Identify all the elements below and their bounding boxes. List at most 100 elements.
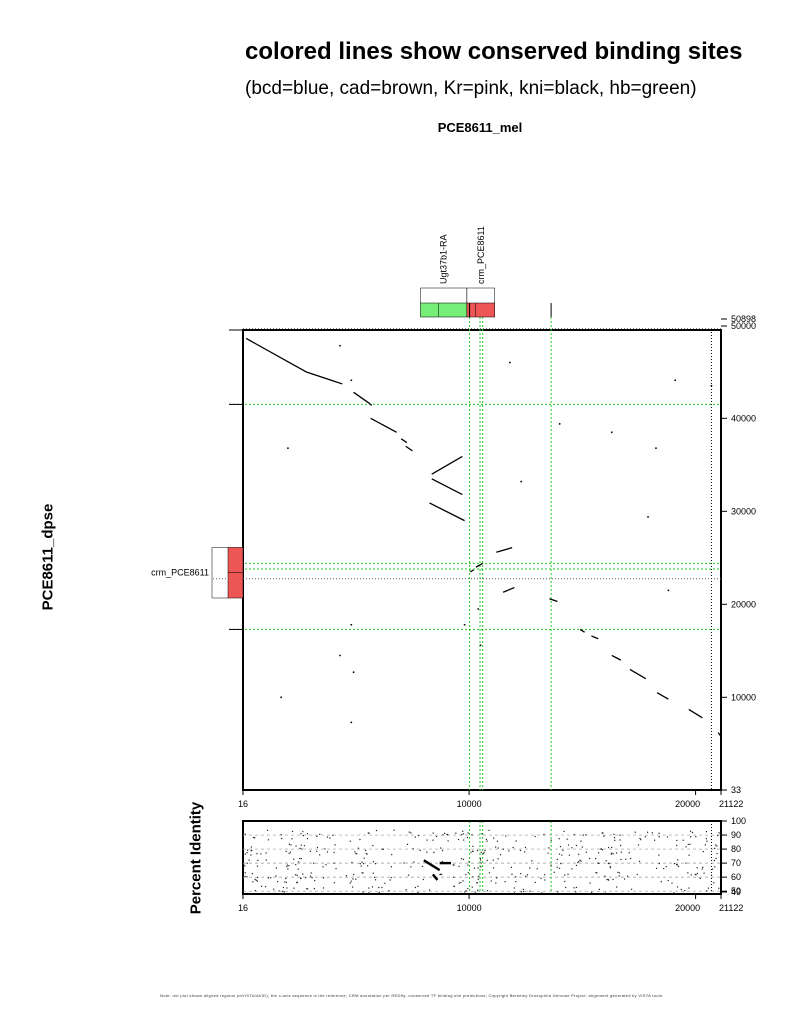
pid-dot [372,861,375,863]
pid-dot [264,886,267,888]
pid-dot [324,848,326,850]
pid-dot [515,876,517,878]
pid-dot [349,840,351,842]
pid-dot [513,887,515,889]
pid-dot [351,886,354,888]
pid-dot [384,882,386,884]
pid-dot [284,881,286,883]
pid-dot [604,875,606,877]
pid-dot [288,843,291,845]
pid-dot [461,834,463,836]
pid-dot [541,892,543,894]
pid-dot [372,872,374,874]
pid-dot [689,836,692,838]
pid-dot [350,880,352,882]
pid-dot [393,829,395,831]
alignment-point [477,608,480,610]
pid-dot [676,886,679,888]
pid-dot [255,879,257,881]
pid-dot [273,888,275,890]
pid-dot [609,866,611,868]
pid-dot [610,853,612,855]
pid-dot [306,887,308,890]
pid-dot [299,847,301,850]
pid-dot [486,840,488,842]
pid-dot [417,892,419,894]
pid-dot [658,854,660,856]
alignment-segment [370,417,397,433]
pid-dot [479,857,481,860]
pid-dot [696,867,698,869]
pid-dot [580,860,582,862]
alignment-segment [688,708,703,719]
pid-dot [458,882,460,884]
pid-dot [604,892,607,894]
pid-dot [685,862,687,864]
alignment-segment [502,586,515,593]
pid-dot [505,835,507,837]
pid-dot [286,887,288,889]
pid-dot [660,881,662,883]
pid-dot [556,866,558,868]
pid-dot [658,832,660,834]
pid-dot [703,872,705,874]
pid-dot [329,837,331,839]
pid-dot [612,878,614,881]
pid-dot [480,862,482,864]
pid-dot [278,890,280,892]
pid-high-identity-segment [431,873,439,881]
pid-dot [296,882,298,884]
pid-dot [256,880,258,882]
pid-dot [620,851,622,853]
pid-dot [310,875,312,877]
pid-dot [457,838,460,841]
alignment-segment [717,732,722,737]
pid-dot [417,885,419,887]
pid-dot [439,873,441,876]
pid-dot [403,862,405,864]
pid-dot [619,839,621,841]
pid-dot [658,862,660,865]
pid-dot [618,875,620,877]
pid-dot [547,852,549,854]
alignment-point [508,361,511,364]
pid-dot [357,847,359,849]
pid-dot [639,837,641,840]
alignment-point [558,423,561,425]
pid-dot [432,839,434,841]
alignment-point [479,644,482,647]
pid-dot [286,866,288,868]
y-tick-label: 20000 [731,599,756,609]
pid-dot [267,839,270,841]
pid-dot [256,865,259,867]
pid-dot [289,851,292,853]
pid-dot [374,879,377,881]
pid-dot [564,874,566,876]
pid-dot [573,833,575,836]
pid-dot [713,882,715,884]
pid-dot [691,831,694,834]
pid-dot [433,851,435,854]
pid-dot [640,839,642,841]
pid-dot [573,887,575,889]
pid-dot [291,838,293,840]
pid-dot [591,891,593,893]
pid-dot [455,832,457,834]
pid-dot [244,853,246,855]
pid-dot [467,887,469,890]
pid-dot [467,864,469,866]
pid-dot [414,836,416,838]
pid-dot [619,844,622,847]
pid-dot [366,853,368,855]
pid-dot [310,872,312,874]
pid-dot [589,882,591,884]
pid-dot [432,832,434,834]
pid-dot [605,860,607,862]
pid-dot [695,836,697,838]
pid-dot [531,860,533,862]
x-tick-label: 10000 [457,799,482,809]
pid-dot [566,838,568,840]
pid-dot [696,872,698,875]
pid-dot [426,839,428,841]
pid-dot [458,865,460,867]
